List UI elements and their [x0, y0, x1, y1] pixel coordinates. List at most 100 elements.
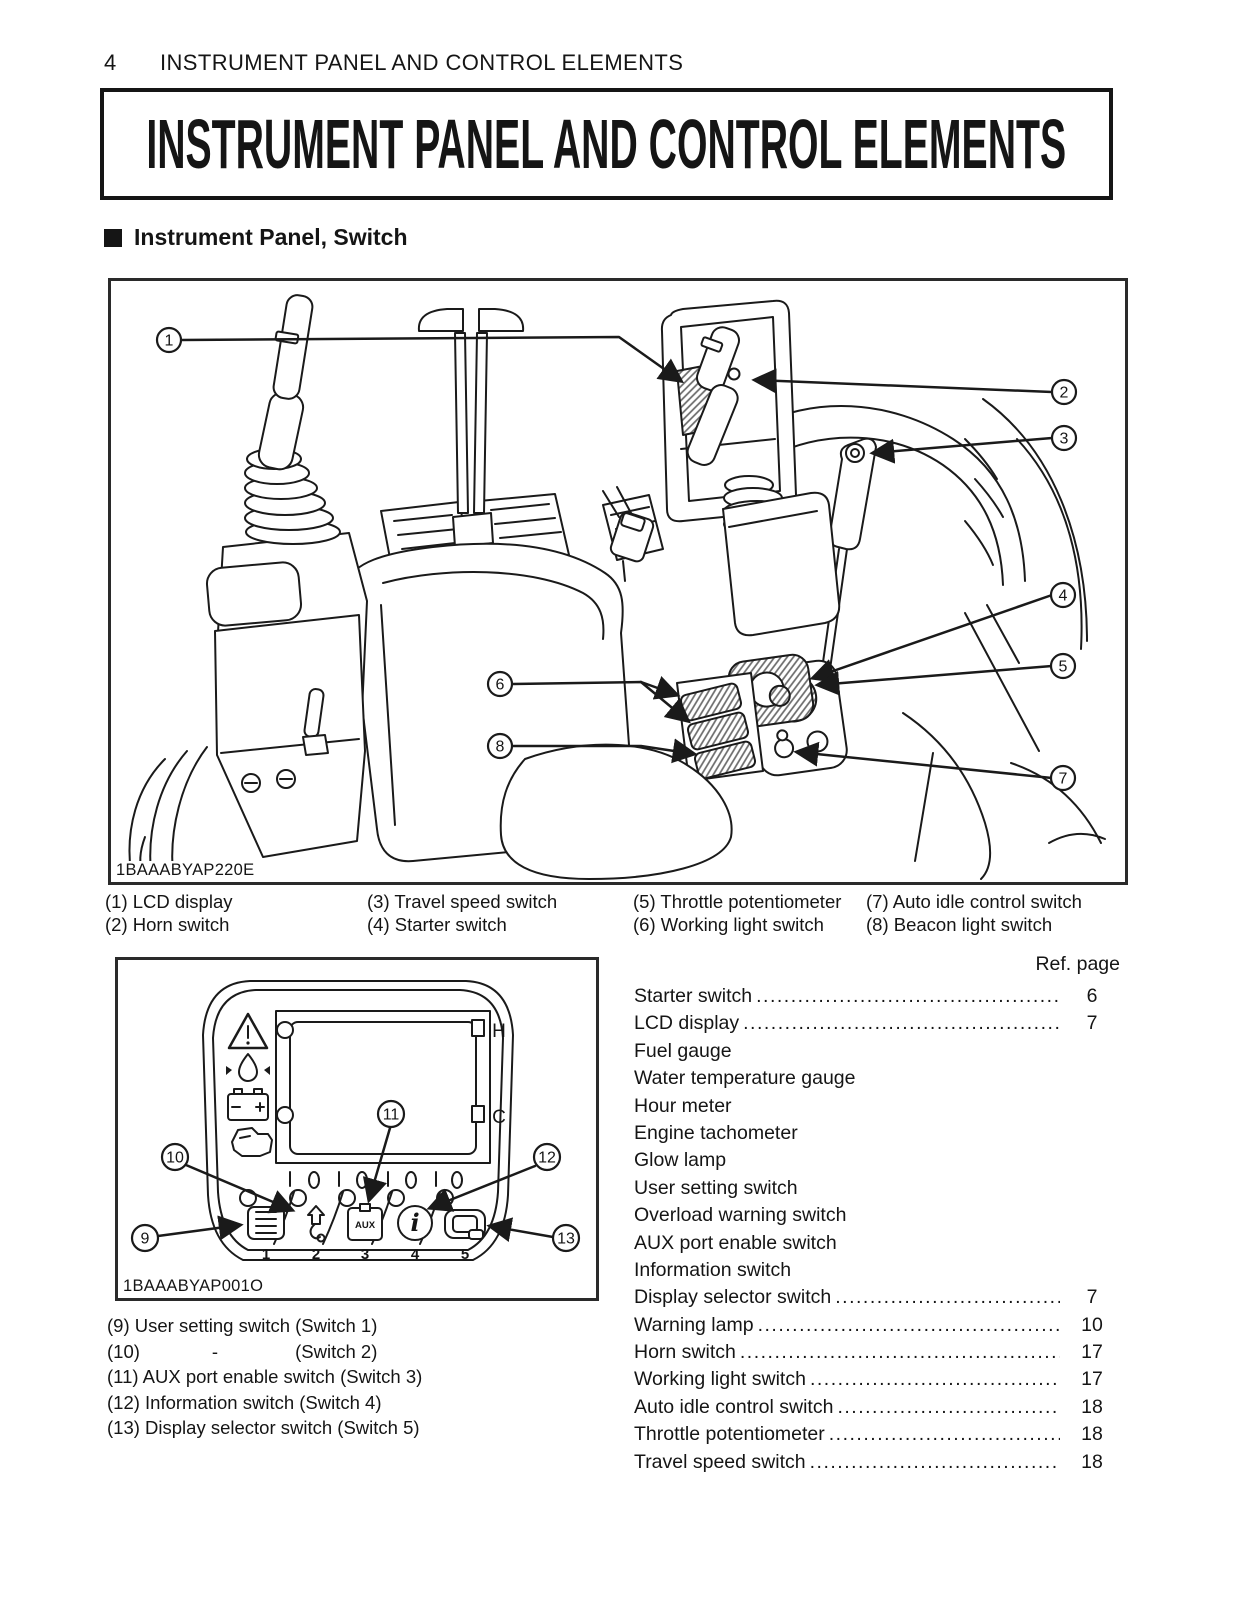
ref-label: AUX port enable switch — [634, 1231, 837, 1254]
ref-label: Travel speed switch — [634, 1450, 806, 1473]
ref-label: LCD display — [634, 1012, 740, 1035]
reference-list-header: Ref. page — [1035, 953, 1120, 975]
reference-rows: Starter switch6LCD display7Fuel gaugeWat… — [620, 983, 1120, 1476]
svg-text:5: 5 — [461, 1246, 469, 1263]
display-selector-switch-icon — [444, 1209, 486, 1240]
console-switch-panels — [676, 491, 848, 782]
callout-9: 9 — [141, 1231, 150, 1248]
gauge-cold-label: C — [492, 1107, 506, 1128]
ref-row: Fuel gauge — [620, 1038, 1120, 1065]
callout-2: 2 — [1060, 385, 1069, 402]
figure-caption: (1) LCD display — [105, 891, 233, 912]
callout-5: 5 — [1059, 659, 1068, 676]
ref-row: AUX port enable switch — [620, 1230, 1120, 1257]
figure2-callouts: 9 10 11 12 13 — [130, 1099, 581, 1253]
figure2-leader-lines — [156, 1126, 555, 1242]
ref-label: Hour meter — [634, 1094, 732, 1117]
callout-12: 12 — [538, 1150, 556, 1167]
info-glyph: i — [410, 1208, 419, 1237]
figure1-drawing: 1 2 3 4 5 6 7 8 — [128, 294, 1106, 880]
callout-3: 3 — [1060, 431, 1069, 448]
callout-6: 6 — [496, 677, 505, 694]
ref-row: Information switch — [620, 1257, 1120, 1284]
ref-row: Auto idle control switch18 — [620, 1394, 1120, 1421]
ref-label: Glow lamp — [634, 1149, 727, 1172]
svg-text:1: 1 — [262, 1246, 270, 1263]
ref-label: Fuel gauge — [634, 1039, 732, 1062]
ref-row: Throttle potentiometer 18 — [620, 1421, 1120, 1448]
callout-10: 10 — [166, 1150, 184, 1167]
ref-page-number: 7 — [1086, 1012, 1098, 1035]
ref-dot-leader — [810, 1366, 1060, 1393]
ref-label: Auto idle control switch — [634, 1395, 834, 1418]
information-switch-icon: i — [397, 1205, 433, 1241]
figure2-drawing: H C — [130, 980, 581, 1263]
figure-caption: (6) Working light switch — [633, 913, 824, 935]
horn-switch — [727, 367, 741, 381]
battery-warning-icon — [227, 1088, 269, 1121]
left-console — [205, 532, 368, 858]
figure-caption: (10) - (Switch 2) — [107, 1340, 378, 1362]
ref-page-number: 7 — [1086, 1286, 1098, 1309]
ref-dot-leader — [829, 1421, 1060, 1448]
running-header: 4 INSTRUMENT PANEL AND CONTROL ELEMENTS — [104, 50, 683, 76]
figure-caption: (12) Information switch (Switch 4) — [107, 1391, 382, 1413]
figure-cab-controls: 1 2 3 4 5 6 7 8 1BAAABYAP220E — [108, 278, 1128, 885]
callout-7: 7 — [1059, 771, 1068, 788]
ref-dot-leader — [740, 1339, 1060, 1366]
ref-label: Engine tachometer — [634, 1121, 798, 1144]
ref-page-number: 18 — [1081, 1450, 1103, 1473]
ref-row: Starter switch6 — [620, 983, 1120, 1010]
figure-caption: (9) User setting switch (Switch 1) — [107, 1315, 378, 1336]
ref-page-number: 17 — [1081, 1368, 1103, 1391]
figure-caption: (5) Throttle potentiometer — [633, 891, 842, 912]
ref-label: Overload warning switch — [634, 1204, 847, 1227]
switch-numbers: 1 2 3 4 5 — [262, 1246, 469, 1263]
ref-dot-leader — [837, 1394, 1060, 1421]
gauge-hot-label: H — [492, 1021, 506, 1042]
figure-caption: (4) Starter switch — [367, 913, 507, 935]
warning-icon-column — [226, 1012, 273, 1157]
figure2-code: 1BAAABYAP001O — [123, 1277, 268, 1296]
figure1-code: 1BAAABYAP220E — [116, 861, 259, 880]
ref-row: User setting switch — [620, 1175, 1120, 1202]
ref-row: Overload warning switch — [620, 1202, 1120, 1229]
ref-row: Glow lamp — [620, 1147, 1120, 1174]
warning-triangle-icon — [227, 1012, 269, 1050]
wheel-arch-curves — [128, 746, 208, 876]
callout-8: 8 — [496, 739, 505, 756]
ref-dot-leader — [756, 983, 1060, 1010]
engine-warning-icon — [231, 1127, 273, 1157]
ref-row: LCD display 7 — [620, 1010, 1120, 1037]
chapter-title: INSTRUMENT PANEL AND CONTROL ELEMENTS — [146, 105, 1067, 183]
ref-label: Warning lamp — [634, 1313, 754, 1336]
svg-text:2: 2 — [312, 1246, 320, 1263]
figure-caption: (7) Auto idle control switch — [866, 891, 1082, 912]
ref-label: Throttle potentiometer — [634, 1423, 825, 1446]
seatbelt-buckle — [602, 486, 655, 563]
figure-caption: (3) Travel speed switch — [367, 891, 558, 912]
ref-row: Horn switch17 — [620, 1339, 1120, 1366]
operator-seat — [346, 542, 733, 880]
svg-text:4: 4 — [411, 1246, 420, 1263]
figure-caption: (13) Display selector switch (Switch 5) — [107, 1417, 420, 1439]
leader-lines — [179, 335, 1054, 780]
figure2-captions: (9) User setting switch (Switch 1) (10) -… — [107, 1313, 422, 1441]
aux-switch-icon: AUX — [347, 1203, 383, 1241]
callout-1: 1 — [165, 333, 174, 350]
ref-row: Hour meter — [620, 1093, 1120, 1120]
ref-label: User setting switch — [634, 1176, 798, 1199]
ref-dot-leader — [810, 1449, 1060, 1476]
beacon-light-switch — [693, 740, 757, 780]
panel-lcd-screen: H C — [275, 1010, 506, 1164]
callout-4: 4 — [1059, 588, 1068, 605]
ref-page-number: 10 — [1081, 1313, 1103, 1336]
ref-row: Working light switch17 — [620, 1366, 1120, 1393]
user-setting-switch-icon — [247, 1206, 285, 1240]
panel-bezel — [202, 980, 514, 1261]
ref-page-number: 18 — [1081, 1423, 1103, 1446]
ref-page-number: 17 — [1081, 1341, 1103, 1364]
switch-row: AUX i — [247, 1203, 486, 1243]
section-square-icon — [104, 228, 122, 247]
